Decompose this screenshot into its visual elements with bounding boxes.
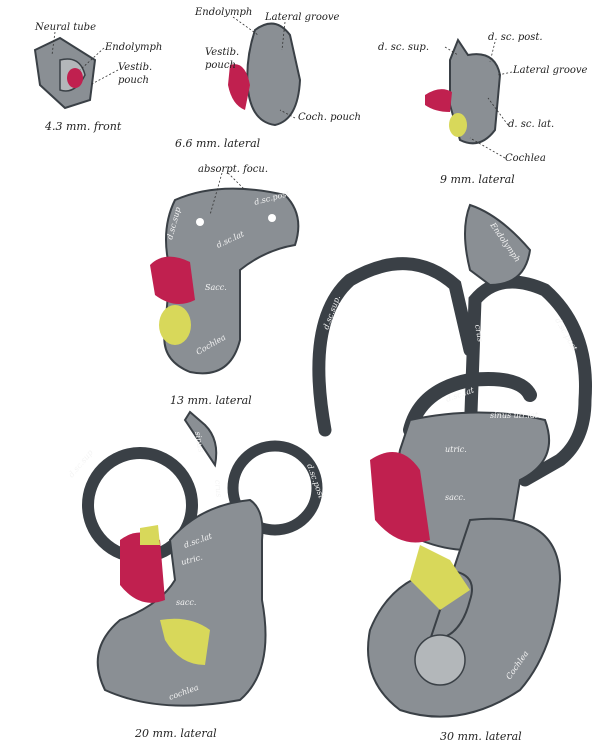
label-lateral-groove: Lateral groove bbox=[512, 65, 588, 76]
label-d-sc-sup: d. sc. sup. bbox=[378, 42, 429, 53]
figure-9mm: d. sc. sup. d. sc. post. Lateral groove … bbox=[378, 32, 588, 186]
label-sinus: sinus bbox=[193, 431, 206, 453]
figure-13mm: absorpt. focu. d.sc.sup d.sc.post d.sc.l… bbox=[150, 164, 300, 407]
label-endolymph: Endolymph bbox=[104, 42, 162, 53]
caption-13mm: 13 mm. lateral bbox=[170, 394, 252, 407]
label-neural-tube: Neural tube bbox=[34, 22, 96, 33]
caption-20mm: 20 mm. lateral bbox=[134, 727, 217, 740]
figure-4-3mm: Neural tube Endolymph Vestib. pouch 4.3 … bbox=[33, 22, 162, 133]
label-pouch: pouch bbox=[118, 75, 149, 86]
label-pouch: pouch bbox=[205, 60, 236, 71]
caption-6-6mm: 6.6 mm. lateral bbox=[175, 137, 261, 150]
label-sacc: sacc. bbox=[445, 493, 465, 502]
label-sacc: Sacc. bbox=[205, 283, 227, 292]
label-utric: utric. bbox=[445, 445, 467, 454]
figure-6-6mm: Endolymph Lateral groove Vestib. pouch C… bbox=[175, 7, 361, 150]
caption-30mm: 30 mm. lateral bbox=[440, 730, 522, 742]
figure-30mm: d.sc.sup. Endolymph crus d.sc.post d.sc.… bbox=[312, 203, 592, 742]
figure-20mm: d.sc.sup sinus crus d.sc.post d.sc.lat u… bbox=[67, 410, 326, 740]
label-cochlea: Cochlea bbox=[505, 153, 546, 164]
label-sinus-utr-lat: sinus utr.lat. bbox=[490, 411, 541, 420]
caption-9mm: 9 mm. lateral bbox=[440, 173, 515, 186]
label-endolymph: Endolymph bbox=[194, 7, 252, 18]
label-vestib: Vestib. bbox=[118, 62, 152, 73]
label-d-sc-lat: d. sc. lat. bbox=[508, 119, 554, 130]
label-crus: crus bbox=[473, 324, 485, 343]
label-lateral-groove: Lateral groove bbox=[264, 12, 340, 23]
label-d-sc-post: d. sc. post. bbox=[488, 32, 543, 43]
label-coch-pouch: Coch. pouch bbox=[298, 112, 361, 123]
caption-4-3mm: 4.3 mm. front bbox=[44, 120, 122, 133]
label-vestib: Vestib. bbox=[205, 47, 239, 58]
label-crus: crus bbox=[213, 479, 223, 497]
label-sacc: sacc. bbox=[176, 598, 196, 607]
label-absorpt-focu: absorpt. focu. bbox=[198, 164, 268, 175]
